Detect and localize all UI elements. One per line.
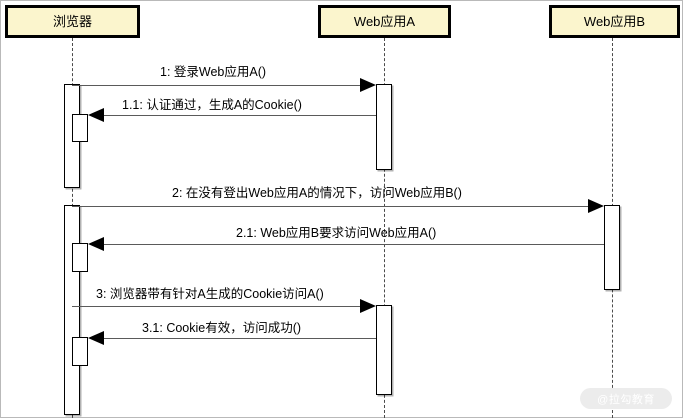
activation-appA-2 bbox=[376, 305, 392, 395]
participant-appA[interactable]: Web应用A bbox=[318, 5, 451, 38]
message-3-1-arrowhead bbox=[88, 331, 104, 345]
message-3-label: 3: 浏览器带有针对A生成的Cookie访问A() bbox=[96, 287, 324, 301]
activation-appB-1 bbox=[604, 205, 620, 290]
message-3-1-label: 3.1: Cookie有效，访问成功() bbox=[142, 321, 302, 335]
message-2-label: 2: 在没有登出Web应用A的情况下，访问Web应用B() bbox=[172, 186, 462, 200]
activation-browser-2-nested bbox=[72, 243, 88, 272]
lifeline-appA bbox=[384, 38, 385, 418]
message-1-1-line bbox=[104, 115, 376, 116]
message-1-arrowhead bbox=[360, 78, 376, 92]
activation-browser-2 bbox=[64, 205, 80, 415]
activation-browser-1-nested bbox=[72, 114, 88, 142]
participant-browser[interactable]: 浏览器 bbox=[5, 5, 140, 38]
message-1-label: 1: 登录Web应用A() bbox=[160, 65, 267, 79]
message-1-1-label: 1.1: 认证通过，生成A的Cookie() bbox=[122, 98, 302, 112]
message-3-line bbox=[72, 306, 360, 307]
message-2-1-arrowhead bbox=[88, 237, 104, 251]
message-3-arrowhead bbox=[360, 299, 376, 313]
message-3-1-line bbox=[104, 338, 376, 339]
activation-appA-1 bbox=[376, 84, 392, 170]
message-2-1-line bbox=[104, 244, 604, 245]
participant-appA-label: Web应用A bbox=[353, 14, 416, 29]
activation-browser-3-nested bbox=[72, 337, 88, 366]
message-2-1-label: 2.1: Web应用B要求访问Web应用A() bbox=[236, 226, 437, 240]
participant-browser-label: 浏览器 bbox=[52, 14, 92, 29]
watermark-text: @拉勾教育 bbox=[597, 393, 655, 406]
message-2-arrowhead bbox=[588, 199, 604, 213]
message-2-line bbox=[72, 206, 588, 207]
message-1-1-arrowhead bbox=[88, 108, 104, 122]
participant-appB-label: Web应用B bbox=[583, 14, 646, 29]
message-1-line bbox=[72, 85, 360, 86]
participant-appB[interactable]: Web应用B bbox=[549, 5, 680, 38]
watermark: @拉勾教育 bbox=[580, 388, 672, 409]
